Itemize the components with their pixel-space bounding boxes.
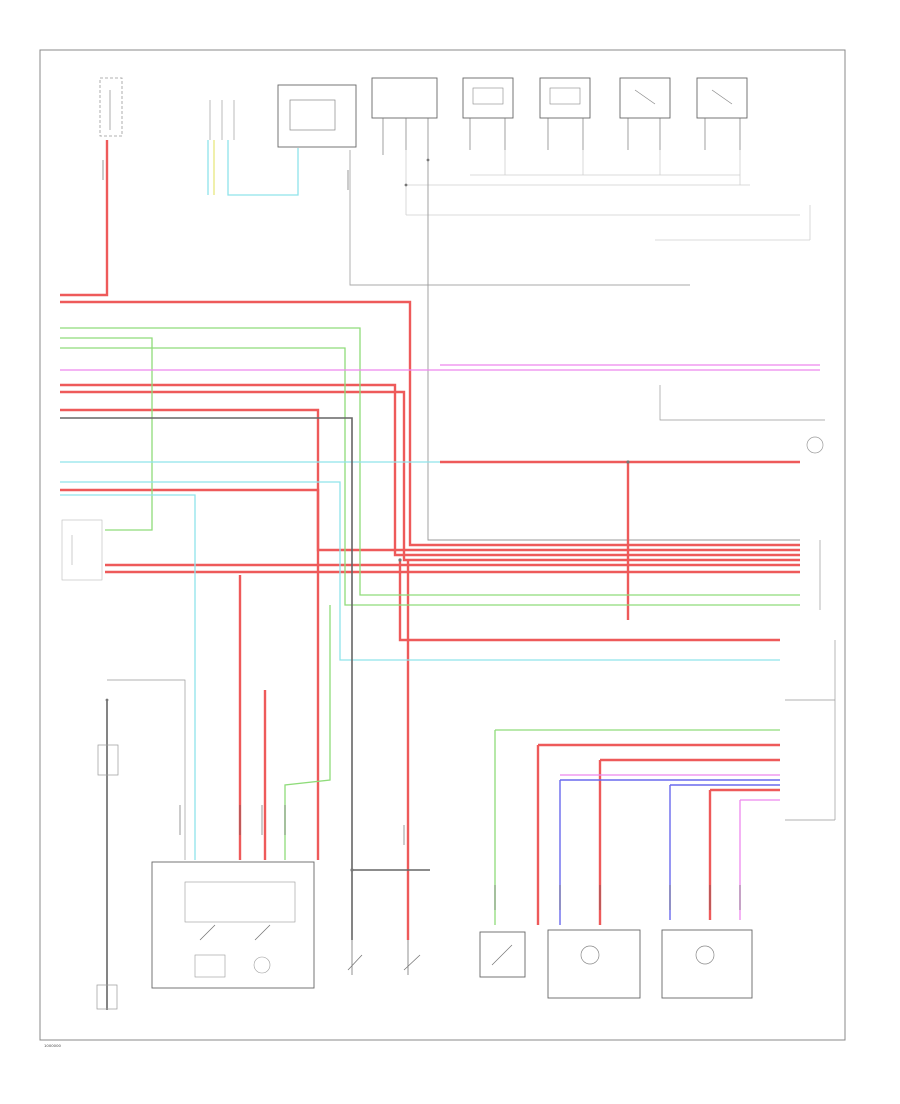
dark-gray-wires xyxy=(60,417,430,1010)
relay-box-1 xyxy=(371,77,438,119)
connector-ticks xyxy=(102,160,741,910)
relay-box-2 xyxy=(462,77,514,119)
gray-wire-right xyxy=(427,160,800,541)
red-wires xyxy=(60,140,800,940)
footer-id: 1000000 xyxy=(44,1043,61,1048)
diagram-frame xyxy=(39,49,846,1041)
relay-box-4 xyxy=(619,77,671,119)
relay-pin-stubs xyxy=(382,118,741,160)
cyan-wires xyxy=(60,140,780,860)
bottom-left-ground-module xyxy=(96,679,186,1010)
bottom-door-switches xyxy=(347,940,421,975)
relay-box-3 xyxy=(539,77,591,119)
bottom-left-switch-unit xyxy=(151,861,315,989)
magenta-wires xyxy=(60,364,820,920)
bottom-relay-box xyxy=(479,931,526,978)
junction-dots xyxy=(105,158,630,872)
left-connector-block xyxy=(61,519,103,581)
switch-connector-group xyxy=(209,100,235,140)
top-left-fuse-block xyxy=(99,77,123,137)
relay-box-5 xyxy=(696,77,748,119)
gray-control-wire xyxy=(349,150,690,286)
upper-gray-bus xyxy=(405,150,811,241)
left-lamp-box xyxy=(661,929,753,999)
right-side-connectors xyxy=(659,385,836,821)
control-module-box xyxy=(277,84,357,148)
right-lamp-box xyxy=(547,929,641,999)
